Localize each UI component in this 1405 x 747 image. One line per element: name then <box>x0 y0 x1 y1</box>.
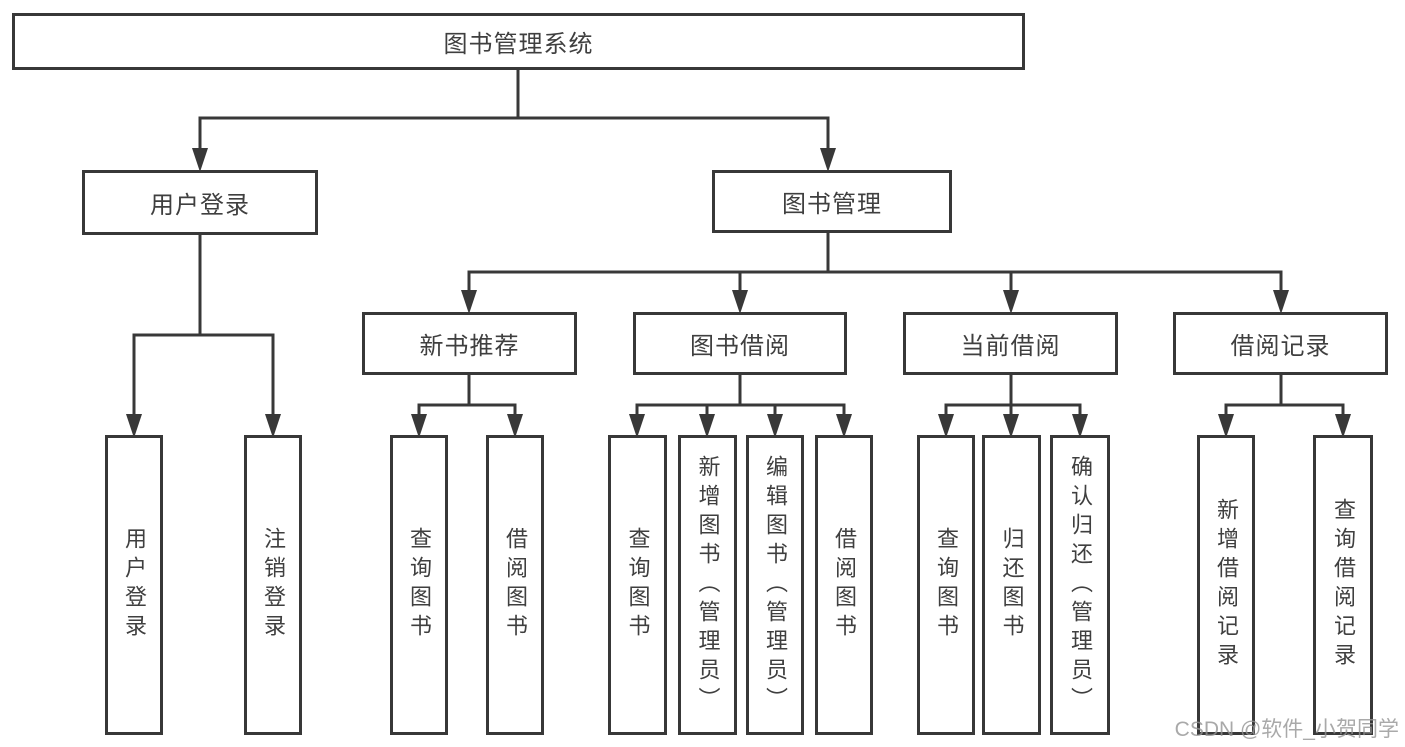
node-user-login-label: 用户登录 <box>150 192 250 219</box>
node-current-borrow-label: 当前借阅 <box>960 333 1061 360</box>
node-leaf-add-book-admin: 新增图书（管理员） <box>678 435 737 735</box>
node-leaf-query-books-recommend: 查询图书 <box>390 435 448 735</box>
leaf-label: 查询图书 <box>407 527 432 643</box>
node-book-borrow-label: 图书借阅 <box>690 333 790 360</box>
node-leaf-borrow-books: 借阅图书 <box>815 435 873 735</box>
node-book-management-label: 图书管理 <box>782 191 882 218</box>
node-root-system: 图书管理系统 <box>12 13 1025 70</box>
leaf-label: 查询借阅记录 <box>1331 498 1356 672</box>
node-leaf-borrow-books-recommend: 借阅图书 <box>486 435 544 735</box>
leaf-label: 借阅图书 <box>832 527 857 643</box>
node-leaf-query-books-borrow: 查询图书 <box>608 435 667 735</box>
node-leaf-edit-book-admin: 编辑图书（管理员） <box>746 435 804 735</box>
node-leaf-query-borrow-record: 查询借阅记录 <box>1313 435 1373 735</box>
node-borrow-records-label: 借阅记录 <box>1230 333 1331 360</box>
leaf-label: 编辑图书（管理员） <box>763 454 788 716</box>
leaf-label: 注销登录 <box>261 527 286 643</box>
node-root-label: 图书管理系统 <box>443 31 594 58</box>
node-new-book-recommend-label: 新书推荐 <box>419 333 520 360</box>
leaf-label: 新增借阅记录 <box>1214 498 1239 672</box>
arrowheads <box>126 148 1351 438</box>
leaf-label: 用户登录 <box>122 527 147 643</box>
node-leaf-confirm-return-admin: 确认归还（管理员） <box>1050 435 1110 735</box>
leaf-label: 确认归还（管理员） <box>1068 454 1093 716</box>
node-leaf-add-borrow-record: 新增借阅记录 <box>1197 435 1255 735</box>
leaf-label: 新增图书（管理员） <box>695 454 721 716</box>
node-book-management: 图书管理 <box>712 170 952 233</box>
node-leaf-user-login: 用户登录 <box>105 435 163 735</box>
node-leaf-return-book: 归还图书 <box>982 435 1041 735</box>
csdn-watermark: CSDN @软件_小贺同学 <box>1174 718 1399 741</box>
node-new-book-recommend: 新书推荐 <box>362 312 577 375</box>
leaf-label: 借阅图书 <box>503 527 528 643</box>
leaf-label: 查询图书 <box>934 527 959 643</box>
leaf-label: 查询图书 <box>625 527 651 643</box>
node-book-borrow: 图书借阅 <box>633 312 847 375</box>
node-leaf-query-books-current: 查询图书 <box>917 435 975 735</box>
node-leaf-logout: 注销登录 <box>244 435 302 735</box>
node-borrow-records: 借阅记录 <box>1173 312 1388 375</box>
leaf-label: 归还图书 <box>999 527 1025 643</box>
node-user-login: 用户登录 <box>82 170 318 235</box>
node-current-borrow: 当前借阅 <box>903 312 1118 375</box>
